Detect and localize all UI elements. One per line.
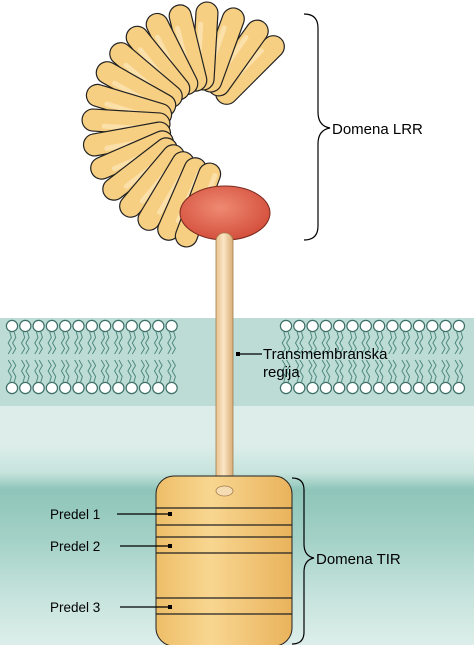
lipid-head — [347, 320, 358, 331]
lipid-head — [400, 382, 411, 393]
lrr-cap — [180, 186, 270, 240]
lipid-head — [33, 320, 44, 331]
lipid-head — [360, 320, 371, 331]
transmembrane-label-line1: Transmembranska — [263, 346, 388, 363]
lipid-head — [100, 320, 111, 331]
lipid-head — [126, 382, 137, 393]
tir-stalk-end — [216, 486, 233, 496]
lrr-brace — [304, 14, 330, 240]
lipid-head — [46, 382, 57, 393]
tir-domain-body — [156, 476, 292, 645]
lipid-head — [427, 320, 438, 331]
lipid-head — [347, 382, 358, 393]
lipid-head — [334, 382, 345, 393]
lipid-head — [86, 382, 97, 393]
lipid-head — [374, 382, 385, 393]
lipid-head — [307, 320, 318, 331]
lipid-head — [453, 382, 464, 393]
lipid-head — [387, 382, 398, 393]
lipid-head — [73, 320, 84, 331]
lipid-head — [100, 382, 111, 393]
lipid-head — [139, 382, 150, 393]
lipid-head — [86, 320, 97, 331]
lipid-head — [307, 382, 318, 393]
lipid-head — [113, 382, 124, 393]
lipid-head — [60, 320, 71, 331]
transmembrane-stalk — [216, 233, 233, 495]
lipid-head — [20, 382, 31, 393]
region-2-pointer-tip — [168, 544, 172, 548]
lipid-head — [166, 382, 177, 393]
lipid-head — [166, 320, 177, 331]
lipid-head — [294, 382, 305, 393]
lipid-head — [280, 320, 291, 331]
region-1-pointer-tip — [168, 512, 172, 516]
tir-domain-label: Domena TIR — [316, 551, 401, 568]
lipid-head — [427, 382, 438, 393]
lipid-head — [360, 382, 371, 393]
transmembrane-label-line2: regija — [263, 364, 300, 381]
lipid-head — [387, 320, 398, 331]
lipid-head — [453, 320, 464, 331]
lipid-head — [33, 382, 44, 393]
lipid-head — [413, 382, 424, 393]
region-3-label: Predel 3 — [50, 600, 100, 615]
lipid-head — [153, 320, 164, 331]
lipid-head — [139, 320, 150, 331]
region-1-label: Predel 1 — [50, 507, 100, 522]
lipid-head — [113, 320, 124, 331]
lipid-head — [73, 382, 84, 393]
lipid-head — [320, 382, 331, 393]
region-2-label: Predel 2 — [50, 539, 100, 554]
lipid-head — [400, 320, 411, 331]
lipid-head — [413, 320, 424, 331]
lipid-head — [60, 382, 71, 393]
lipid-head — [440, 320, 451, 331]
lipid-head — [46, 320, 57, 331]
lipid-head — [294, 320, 305, 331]
lipid-head — [320, 320, 331, 331]
transmembrane-pointer-tip — [236, 352, 240, 356]
lipid-head — [153, 382, 164, 393]
lrr-domain-label: Domena LRR — [332, 121, 423, 138]
lipid-head — [6, 382, 17, 393]
lipid-head — [20, 320, 31, 331]
lipid-head — [6, 320, 17, 331]
lipid-head — [374, 320, 385, 331]
lipid-head — [334, 320, 345, 331]
lipid-head — [280, 382, 291, 393]
lipid-head — [440, 382, 451, 393]
region-3-pointer-tip — [168, 605, 172, 609]
lipid-head — [126, 320, 137, 331]
